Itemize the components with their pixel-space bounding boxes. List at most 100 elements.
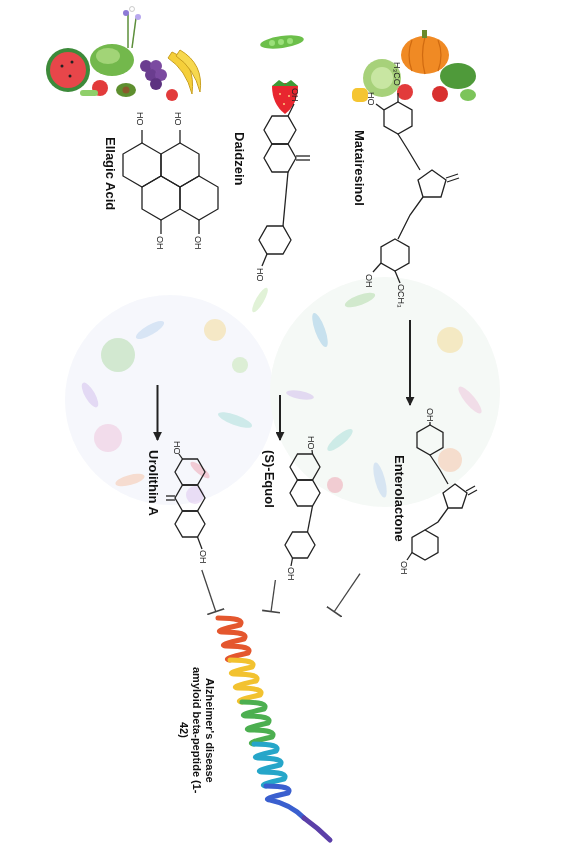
compound-name: Ellagic Acid	[103, 137, 118, 232]
food-illustration-middle	[288, 95, 290, 97]
microbiota-cloud	[325, 426, 356, 454]
compound-name: (S)-Equol	[262, 450, 277, 535]
food-illustration-left	[46, 48, 90, 92]
molecule-matairesinol	[373, 93, 459, 283]
food-illustration-right	[409, 37, 441, 74]
food-illustration-left	[46, 7, 201, 102]
microbiota-cloud	[371, 461, 390, 498]
amyloid-helix	[218, 618, 330, 840]
food-illustration-left	[132, 18, 136, 48]
microbiota-cloud	[186, 486, 204, 504]
food-illustration-right	[371, 67, 393, 89]
amyloid-helix	[304, 818, 330, 840]
molecule-urolithin-a	[166, 495, 175, 496]
molecule-matairesinol	[373, 263, 381, 272]
atom-label: HO	[172, 441, 182, 455]
compound-name: Matairesinol	[352, 130, 367, 225]
amyloid-helix	[254, 744, 285, 786]
microbiota-cloud	[250, 286, 271, 314]
microbiota-cloud	[232, 357, 248, 373]
food-illustration-middle	[279, 93, 281, 95]
microbiota-cloud	[204, 319, 226, 341]
molecule-daidzein	[259, 104, 310, 266]
molecule-urolithin-a	[175, 485, 205, 511]
food-illustration-middle	[272, 80, 298, 86]
food-illustration-left	[130, 7, 135, 12]
inhibition-line	[202, 570, 216, 612]
precursor-compound: Ellagic Acid	[95, 125, 220, 385]
compound-name: Alzheimer's disease amyloid beta-peptide…	[172, 660, 216, 800]
atom-label: OCH₃	[396, 284, 406, 308]
molecule-daidzein	[288, 104, 294, 116]
molecule-urolithin-a	[166, 454, 205, 549]
conversion-arrow	[157, 385, 159, 440]
molecule-daidzein	[296, 155, 310, 156]
molecule-matairesinol	[384, 102, 412, 134]
food-illustration-right	[440, 63, 476, 89]
atom-label: HO	[366, 92, 376, 106]
amyloid-helix	[218, 618, 249, 660]
food-illustration-middle	[269, 40, 275, 46]
atom-label: OH	[155, 236, 165, 250]
food-illustration-right	[401, 36, 449, 74]
compound-name: Daidzein	[232, 132, 247, 207]
food-illustration-left	[116, 83, 136, 97]
metabolite-compound: Urolithin A	[130, 440, 230, 570]
amyloid-helix	[230, 660, 261, 702]
conversion-arrow	[409, 320, 411, 405]
molecule-s-equol	[311, 450, 313, 454]
food-illustration-left	[123, 10, 129, 16]
molecule-daidzein	[296, 159, 310, 160]
microbiota-cloud	[437, 327, 463, 353]
molecule-enterolactone	[425, 508, 448, 530]
amyloid-helix	[266, 786, 304, 818]
molecule-matairesinol	[397, 93, 398, 102]
food-illustration-right	[432, 86, 448, 102]
molecule-urolithin-a	[175, 459, 205, 485]
microbiota-cloud	[101, 338, 135, 372]
microbiota-cloud	[79, 380, 102, 409]
molecule-ellagic-acid	[160, 220, 161, 234]
molecule-enterolactone	[417, 425, 443, 455]
compound-name: Enterolactone	[392, 455, 407, 560]
food-illustration-right	[363, 59, 401, 97]
molecule-urolithin-a	[198, 537, 203, 549]
atom-label: HO	[306, 436, 316, 450]
food-illustration-middle	[283, 103, 285, 105]
microbiota-cloud	[94, 424, 122, 452]
microbiota-cloud	[309, 311, 331, 348]
microbiota-cloud	[134, 318, 167, 343]
molecule-ellagic-acid	[179, 130, 180, 143]
food-illustration-left	[150, 78, 162, 90]
food-illustration-middle	[259, 33, 304, 114]
food-illustration-left	[176, 50, 201, 92]
atom-label: OH	[290, 88, 300, 102]
molecule-urolithin-a	[175, 511, 205, 537]
amyloid-helix	[242, 702, 273, 744]
atom-label: OH	[193, 236, 203, 250]
metabolite-compound: Enterolactone	[360, 405, 470, 580]
molecule-ellagic-acid	[198, 220, 199, 234]
microbiota-cloud	[65, 295, 275, 505]
microbiota-cloud	[455, 384, 485, 416]
microbiota-cloud	[65, 277, 500, 507]
food-illustration-middle	[287, 38, 293, 44]
atom-label: H₃CO	[392, 62, 402, 86]
food-illustration-left	[123, 87, 130, 94]
microbiota-cloud	[438, 448, 462, 472]
molecule-ellagic-acid	[180, 176, 218, 220]
food-illustration-left	[80, 90, 98, 96]
molecule-matairesinol	[376, 104, 384, 110]
food-illustration-left	[96, 48, 120, 64]
atom-label: OH	[286, 567, 296, 581]
food-illustration-right	[397, 84, 413, 100]
microbiota-cloud	[327, 477, 343, 493]
microbiota-cloud	[286, 389, 315, 402]
molecule-urolithin-a	[179, 454, 183, 459]
molecule-s-equol	[285, 450, 320, 566]
inhibition-line	[334, 574, 360, 612]
food-illustration-right	[460, 89, 476, 101]
atom-label: OH	[198, 550, 208, 564]
compound-name: Urolithin A	[146, 450, 161, 550]
